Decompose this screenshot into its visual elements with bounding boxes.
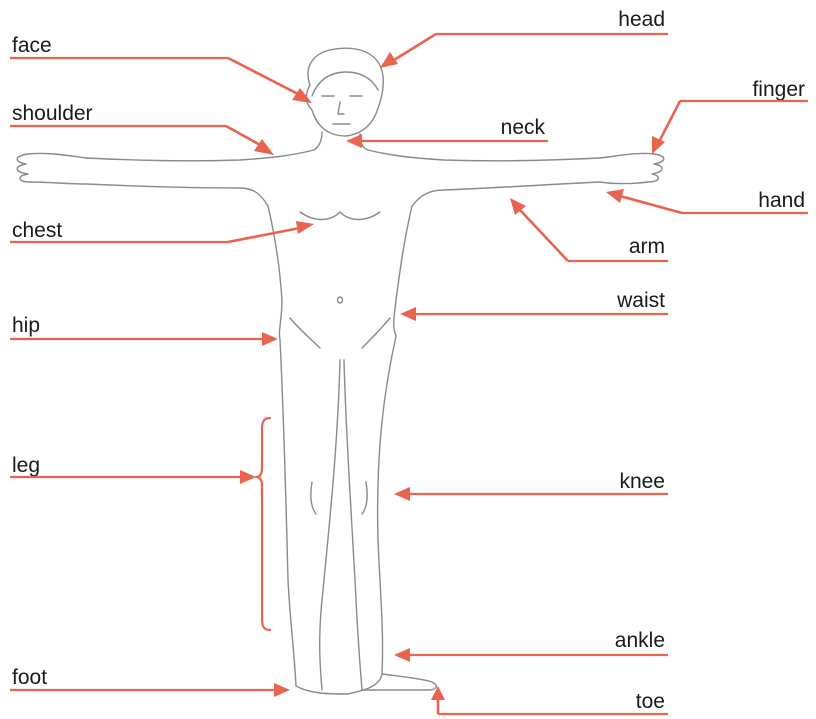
label-shoulder: shoulder [12,102,93,125]
arrow-toe [431,686,445,700]
inner-leg-line [318,359,363,691]
left-hand-outline [16,152,87,185]
label-hand: hand [758,189,805,212]
label-head: head [618,8,665,31]
navel [336,296,344,304]
arrow-chest [296,221,314,234]
knee-right [361,481,368,515]
face-features [321,95,363,125]
label-chest: chest [12,219,62,242]
arrow-ankle [394,648,410,662]
arrow-hand [606,189,624,203]
head-outline [305,47,384,137]
torso-outline [267,205,413,341]
right-foot-outline [361,673,438,691]
leader-head [393,32,437,62]
chest-line [299,211,381,221]
arrow-shoulder [254,139,274,155]
arrow-knee [394,487,410,501]
leader-shoulder [225,124,263,148]
arrow-leg [240,470,256,484]
leg-bracket [254,416,272,632]
label-waist: waist [616,289,665,312]
left-arm-outline [85,149,315,207]
right-hand-outline [599,152,665,185]
leader-hand [619,194,683,215]
label-knee: knee [619,470,665,493]
leader-face [227,56,299,96]
arrow-waist [400,307,416,321]
leader-chest [227,226,301,244]
human-figure [16,47,665,695]
hip-crease [289,317,391,349]
label-leg: leg [12,454,40,477]
arrow-foot [274,683,290,697]
label-foot: foot [12,666,47,689]
label-hip: hip [12,314,40,337]
label-face: face [12,34,52,57]
arrow-finger [652,136,665,154]
leader-arm [519,209,569,262]
legs-outline [279,335,397,695]
label-ankle: ankle [615,629,665,652]
arrow-hip [262,332,278,346]
arrow-head [380,52,398,68]
right-arm-outline [367,149,601,207]
arrow-arm [510,198,526,215]
arrow-neck [346,134,362,148]
arrow-face [292,88,312,103]
knee-left [310,481,317,515]
label-arm: arm [629,235,665,258]
label-finger: finger [752,78,805,101]
label-toe: toe [636,690,665,713]
leader-finger [658,100,682,141]
label-neck: neck [501,116,546,139]
hair-line [311,71,379,97]
